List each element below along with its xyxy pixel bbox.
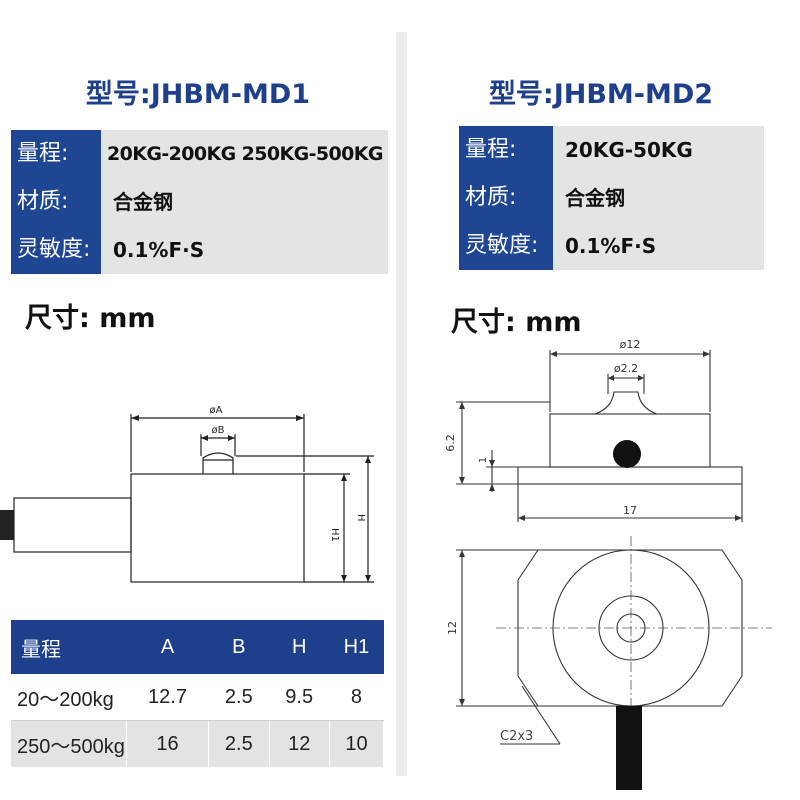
spec-key: 材质: [459,174,553,222]
right-size-label: 尺寸: mm [451,307,582,338]
left-spec-row-sensitivity: 灵敏度: 0.1%F·S [11,226,388,274]
table-header: H1 [329,620,384,674]
right-spec-row-range: 量程: 20KG-50KG [459,126,764,174]
spec-value: 20KG-200KG 250KG-500KG [101,130,388,178]
table-header: H [269,620,330,674]
cable-end [0,510,14,540]
dim-label-step: 1 [478,457,489,463]
right-spec-table: 量程: 20KG-50KG 材质: 合金钢 灵敏度: 0.1%F·S [459,126,764,270]
left-size-label: 尺寸: mm [25,303,156,334]
table-header: 量程 [11,620,127,674]
spec-value: 20KG-50KG [553,126,764,174]
dim-label-B: øB [212,425,225,436]
left-technical-drawing: øA øB H1 H [0,405,374,583]
spec-value: 合金钢 [553,174,764,222]
left-dimension-table: 量程 A B H H1 20～200kg 12.7 2.5 9.5 8 250～… [11,620,385,767]
dim-label-H1: H1 [329,528,340,542]
right-technical-drawing: ø12 ø2.2 6.2 1 17 12 C2x3 [444,338,772,790]
cable [616,706,642,790]
right-spec-row-material: 材质: 合金钢 [459,174,764,222]
table-cell: 9.5 [269,674,330,721]
table-row: 250～500kg 16 2.5 12 10 [11,720,385,767]
spec-key: 灵敏度: [459,222,553,270]
dim-label-height: 6.2 [444,434,457,452]
center-divider [396,32,407,776]
dim-label-width: 17 [623,504,637,517]
spec-value: 0.1%F·S [101,226,388,274]
table-cell: 16 [126,720,210,767]
left-spec-row-material: 材质: 合金钢 [11,178,388,226]
table-cell: 12.7 [126,674,210,721]
table-cell: 12 [269,720,330,767]
table-cell: 250～500kg [11,720,127,767]
table-cell: 8 [329,674,385,721]
spec-value: 0.1%F·S [553,222,764,270]
dim-label-depth: 12 [446,621,459,635]
table-cell: 20～200kg [11,674,127,721]
table-header: A [126,620,209,674]
dim-label-outer-diameter: ø12 [620,338,641,351]
right-model-title: 型号:JHBM-MD2 [488,79,714,110]
dim-label-H: H [355,514,366,522]
left-spec-row-range: 量程: 20KG-200KG 250KG-500KG [11,130,388,178]
table-cell: 2.5 [208,674,270,721]
left-model-title: 型号:JHBM-MD1 [85,79,311,110]
dim-label-chamfer: C2x3 [500,729,533,744]
spec-key: 量程: [459,126,553,174]
table-header-row: 量程 A B H H1 [11,620,384,674]
spec-value: 合金钢 [101,178,388,226]
left-spec-table: 量程: 20KG-200KG 250KG-500KG 材质: 合金钢 灵敏度: … [11,130,388,274]
dim-label-inner-diameter: ø2.2 [614,362,638,375]
right-spec-row-sensitivity: 灵敏度: 0.1%F·S [459,222,764,270]
spec-key: 量程: [11,130,101,178]
cable-outlet [613,440,641,468]
table-cell: 2.5 [208,720,270,767]
spec-key: 灵敏度: [11,226,101,274]
table-header: B [208,620,269,674]
dim-label-A: øA [210,405,223,416]
table-cell: 10 [329,720,385,767]
spec-key: 材质: [11,178,101,226]
table-row: 20～200kg 12.7 2.5 9.5 8 [11,674,385,721]
